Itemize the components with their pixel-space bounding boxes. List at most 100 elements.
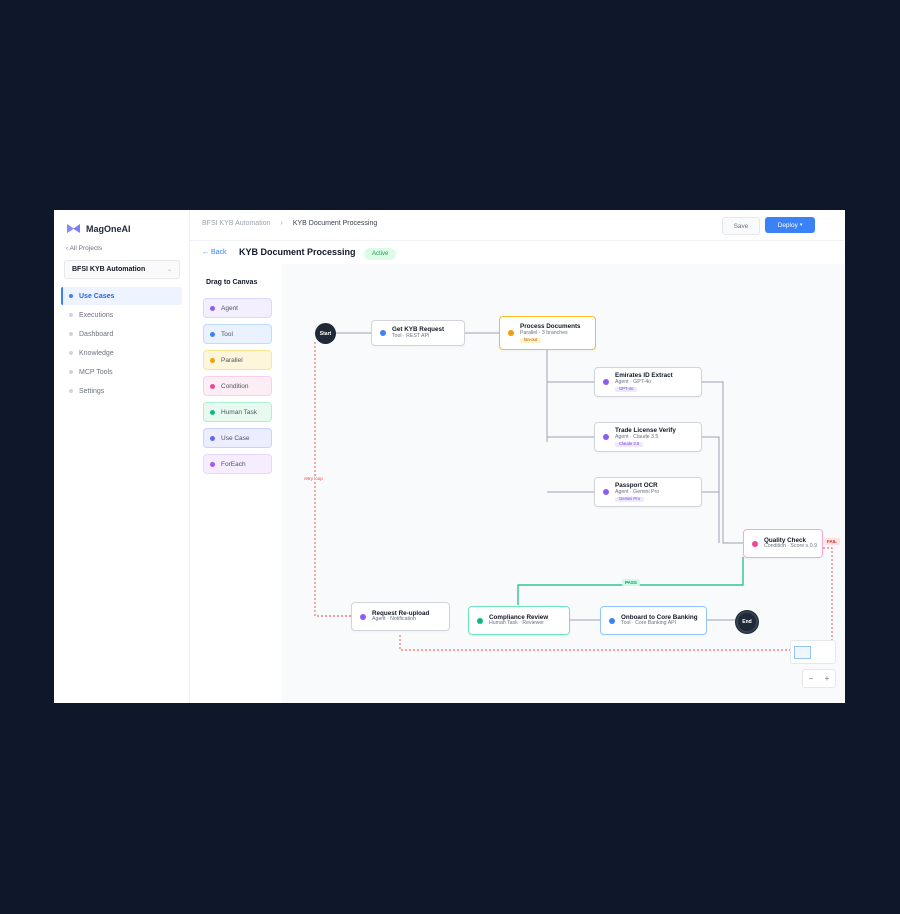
palette-item-label: Condition bbox=[221, 382, 249, 390]
parallel-icon bbox=[210, 357, 215, 363]
tool-icon bbox=[380, 330, 386, 336]
bullet-icon bbox=[69, 332, 73, 336]
sidebar: MagOneAI ‹ All Projects BFSI KYB Automat… bbox=[54, 210, 190, 703]
pass-label: PASS bbox=[622, 579, 640, 586]
breadcrumb-current: KYB Document Processing bbox=[292, 220, 378, 227]
node-subtitle: Tool · Core Banking API bbox=[621, 620, 677, 627]
edge-retry-loop bbox=[314, 342, 351, 617]
edge-trade-quality bbox=[702, 436, 720, 543]
back-link[interactable]: ← Back bbox=[202, 249, 227, 256]
all-projects-link[interactable]: ‹ All Projects bbox=[66, 245, 103, 252]
end-node[interactable]: End bbox=[736, 611, 758, 633]
model-chip: GPT-4o bbox=[615, 386, 638, 392]
palette-item-label: ForEach bbox=[221, 460, 246, 468]
sidebar-item-label: Use Cases bbox=[79, 292, 115, 300]
title-bar: ← Back KYB Document Processing Active bbox=[190, 240, 845, 264]
palette-item-label: Use Case bbox=[221, 434, 250, 442]
palette-item-label: Parallel bbox=[221, 356, 243, 364]
node-title: Emirates ID Extract bbox=[615, 372, 673, 380]
node-subtitle: Condition · Score ≥ 0.9 bbox=[764, 543, 818, 550]
palette-item-label: Tool bbox=[221, 330, 233, 338]
node-title: Quality Check bbox=[764, 536, 806, 544]
palette-item-label: Agent bbox=[221, 304, 238, 312]
sidebar-item-settings[interactable]: Settings bbox=[61, 382, 182, 400]
sidebar-item-mcp-tools[interactable]: MCP Tools bbox=[61, 363, 182, 381]
agent-icon bbox=[603, 379, 609, 385]
sidebar-item-label: Dashboard bbox=[79, 330, 114, 338]
node-title: Process Documents bbox=[520, 323, 581, 331]
node-title: Request Re-upload bbox=[372, 609, 430, 617]
project-selector[interactable]: BFSI KYB Automation ⌄ bbox=[64, 260, 180, 279]
palette-item-agent[interactable]: Agent bbox=[203, 298, 272, 318]
app-name: MagOneAI bbox=[86, 223, 131, 234]
bullet-icon bbox=[69, 294, 73, 298]
node-subtitle: Agent · Notification bbox=[372, 616, 416, 623]
fail-label: FAIL bbox=[824, 538, 840, 545]
node-title: Passport OCR bbox=[615, 482, 658, 490]
palette-item-label: Human Task bbox=[221, 408, 258, 416]
zoom-controls: − + bbox=[802, 669, 836, 688]
sidebar-item-label: Executions bbox=[79, 311, 114, 319]
node-title: Onboard to Core Banking bbox=[621, 613, 698, 621]
edge-emirates-quality bbox=[702, 381, 743, 544]
breadcrumb-project[interactable]: BFSI KYB Automation bbox=[202, 220, 271, 227]
sidebar-item-use-cases[interactable]: Use Cases bbox=[61, 287, 182, 305]
foreach-icon bbox=[210, 461, 215, 467]
breadcrumb-separator: › bbox=[280, 220, 283, 227]
edge-fail bbox=[399, 547, 833, 651]
palette-title: Drag to Canvas bbox=[206, 279, 258, 286]
bullet-icon bbox=[69, 351, 73, 355]
palette-item-use-case[interactable]: Use Case bbox=[203, 428, 272, 448]
bullet-icon bbox=[69, 370, 73, 374]
parallel-icon bbox=[508, 330, 514, 336]
breadcrumb: BFSI KYB Automation › KYB Document Proce… bbox=[202, 220, 377, 227]
palette-item-parallel[interactable]: Parallel bbox=[203, 350, 272, 370]
node-title: Trade License Verify bbox=[615, 427, 676, 435]
node-chip: fan-out bbox=[520, 337, 542, 343]
workflow-edges bbox=[314, 332, 833, 651]
deploy-button[interactable]: Deploy ▾ bbox=[765, 217, 815, 233]
sidebar-nav: Use Cases Executions Dashboard Knowledge… bbox=[61, 287, 182, 401]
palette-item-condition[interactable]: Condition bbox=[203, 376, 272, 396]
palette-item-foreach[interactable]: ForEach bbox=[203, 454, 272, 474]
zoom-out-button[interactable]: − bbox=[808, 674, 814, 683]
node-subtitle: Agent · Gemini Pro bbox=[615, 488, 660, 495]
agent-icon bbox=[603, 489, 609, 495]
retry-loop-label: retry loop bbox=[304, 476, 323, 481]
condition-icon bbox=[752, 540, 758, 547]
brand: MagOneAI bbox=[66, 223, 131, 234]
node-subtitle: Agent · Claude 3.5 bbox=[615, 433, 659, 440]
page-title: KYB Document Processing bbox=[239, 247, 356, 257]
sidebar-item-executions[interactable]: Executions bbox=[61, 306, 182, 324]
model-chip: Claude 3.5 bbox=[615, 441, 644, 447]
zoom-in-button[interactable]: + bbox=[824, 674, 830, 683]
tool-icon bbox=[609, 617, 615, 624]
start-node[interactable]: Start bbox=[315, 323, 336, 344]
sidebar-item-dashboard[interactable]: Dashboard bbox=[61, 325, 182, 343]
minimap[interactable] bbox=[790, 640, 836, 664]
minimap-viewport[interactable] bbox=[794, 646, 811, 659]
tool-icon bbox=[210, 331, 215, 337]
top-bar: BFSI KYB Automation › KYB Document Proce… bbox=[190, 210, 845, 241]
save-button[interactable]: Save bbox=[722, 217, 760, 235]
logo-icon bbox=[67, 224, 80, 233]
palette-item-tool[interactable]: Tool bbox=[203, 324, 272, 344]
node-title: Get KYB Request bbox=[392, 326, 445, 334]
model-chip: Gemini Pro bbox=[615, 496, 644, 502]
sidebar-item-knowledge[interactable]: Knowledge bbox=[61, 344, 182, 362]
palette-item-human-task[interactable]: Human Task bbox=[203, 402, 272, 422]
project-name: BFSI KYB Automation bbox=[72, 266, 146, 273]
agent-icon bbox=[360, 613, 366, 620]
deploy-label: Deploy bbox=[777, 221, 798, 229]
node-title: Compliance Review bbox=[489, 613, 549, 621]
